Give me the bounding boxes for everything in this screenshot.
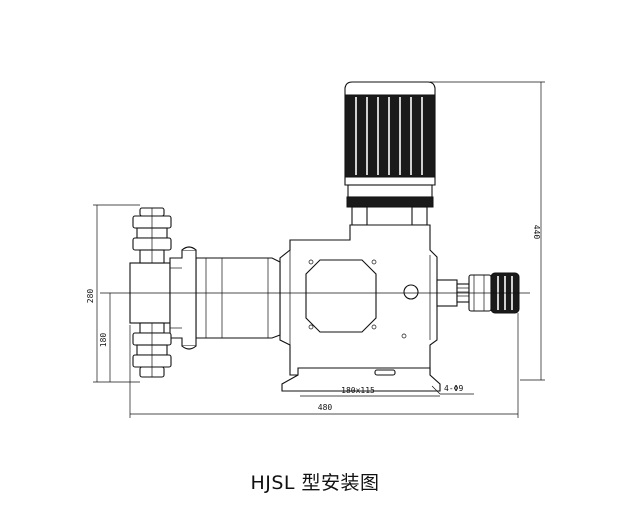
installation-drawing: 440 280 180 480 180x115 4-Φ9 — [86, 81, 545, 418]
pump-base — [281, 367, 441, 392]
dim-total-length-label: 480 — [318, 403, 333, 412]
outlet-valve — [132, 207, 172, 264]
inlet-valve — [132, 322, 172, 378]
dim-left-height: 280 — [86, 204, 140, 383]
dim-inner-height: 180 — [99, 293, 111, 382]
dim-inner-height-label: 180 — [99, 333, 108, 348]
dim-holes-label: 4-Φ9 — [444, 384, 463, 393]
dim-total-height-label: 440 — [532, 225, 541, 240]
dim-total-length: 480 — [129, 313, 519, 418]
dim-base-size: 180x115 — [300, 386, 440, 397]
gearbox — [279, 224, 438, 376]
motor — [344, 81, 436, 226]
dim-total-height: 440 — [430, 81, 545, 381]
dim-left-height-label: 280 — [86, 289, 95, 304]
dim-base-size-label: 180x115 — [341, 386, 375, 395]
drawing-caption: HJSL 型安装图 — [250, 472, 380, 494]
drive-housing — [195, 257, 281, 339]
dim-holes: 4-Φ9 — [431, 384, 474, 395]
